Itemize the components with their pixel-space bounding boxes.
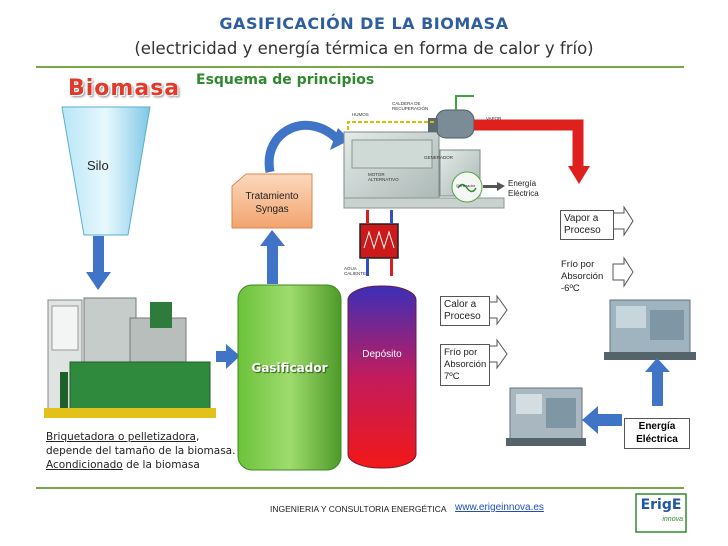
calor-proceso-box: Calor a Proceso — [440, 296, 490, 326]
note-briquetadora: Briquetadora o pelletizadora — [46, 431, 196, 443]
chiller-bottom — [506, 387, 586, 446]
arrow-curved-to-motor — [264, 120, 350, 173]
energia-electrica-label: Energía Eléctrica — [508, 179, 539, 198]
top-divider — [36, 66, 684, 68]
note-line3-rest: de la biomasa — [122, 459, 200, 471]
silo-shape — [61, 106, 151, 236]
arrow-to-tratamiento — [260, 230, 285, 284]
tratamiento-label: Tratamiento Syngas — [245, 191, 299, 215]
page-title: GASIFICACIÓN DE LA BIOMASA — [219, 14, 509, 33]
tratamiento-shape — [231, 173, 313, 229]
vapor-proceso-box: Vapor a Proceso — [560, 210, 614, 240]
silo-label: Silo — [87, 158, 109, 173]
motor-label: MOTOR ALTERNATIVO — [368, 172, 399, 182]
briquetadora-machine — [44, 297, 216, 418]
frio-absorcion-6-label: Frío por Absorción -6ºC — [561, 259, 604, 294]
arrow-to-gasificador — [216, 344, 240, 369]
arrow-from-chillers — [582, 406, 622, 434]
note-line2: depende del tamaño de la biomasa. — [46, 445, 236, 457]
page-subtitle: (electricidad y energía térmica en forma… — [134, 39, 594, 58]
diagram-heading: Esquema de principios — [196, 72, 375, 88]
company-name: INGENIERIA Y CONSULTORIA ENERGÉTICA — [270, 504, 447, 514]
agua-caliente-label: AGUA CALIENTE — [344, 266, 367, 276]
deposito-label: Depósito — [362, 349, 402, 360]
frio-absorcion-7-box: Frío por Absorción 7ºC — [440, 344, 490, 386]
website-link[interactable]: www.erigeinnova.es — [455, 502, 544, 513]
vapor-pipe — [474, 119, 590, 184]
gasificador-shape — [237, 284, 342, 471]
caldera-label: CALDERA DE RECUPERACIÓN — [392, 101, 429, 111]
gasificador-label: Gasificador — [251, 361, 328, 375]
heat-exchanger — [359, 210, 399, 276]
humos-line — [347, 121, 436, 130]
briquetadora-note: Briquetadora o pelletizadora, depende de… — [46, 430, 235, 472]
chiller-top — [604, 299, 696, 360]
biomasa-logo-text: Biomasa — [68, 76, 181, 101]
motor-generator — [343, 131, 505, 209]
note-line1-rest: , — [195, 431, 200, 443]
vapor-label: VAPOR — [486, 116, 502, 121]
humos-label: HUMOS — [352, 112, 369, 117]
green-pipe — [455, 95, 474, 110]
deposito-shape — [347, 285, 417, 469]
arrow-frio-6 — [612, 256, 634, 288]
bottom-divider — [36, 487, 684, 489]
generator-small-label: Generador — [456, 183, 476, 188]
arrow-vapor-proceso — [612, 205, 634, 237]
energia-electrica-box: Energía Eléctrica — [624, 418, 690, 449]
generador-label: GENERADOR — [424, 155, 454, 160]
generator-symbol — [451, 171, 483, 203]
erige-logo — [635, 493, 687, 533]
logo-subtext: innova — [662, 516, 683, 523]
logo-text: ErigE — [640, 497, 682, 513]
electric-arrow — [483, 182, 505, 191]
note-acondicionado: Acondicionado — [46, 459, 123, 471]
arrow-silo-down — [86, 236, 111, 290]
arrow-to-chillers — [645, 358, 670, 406]
